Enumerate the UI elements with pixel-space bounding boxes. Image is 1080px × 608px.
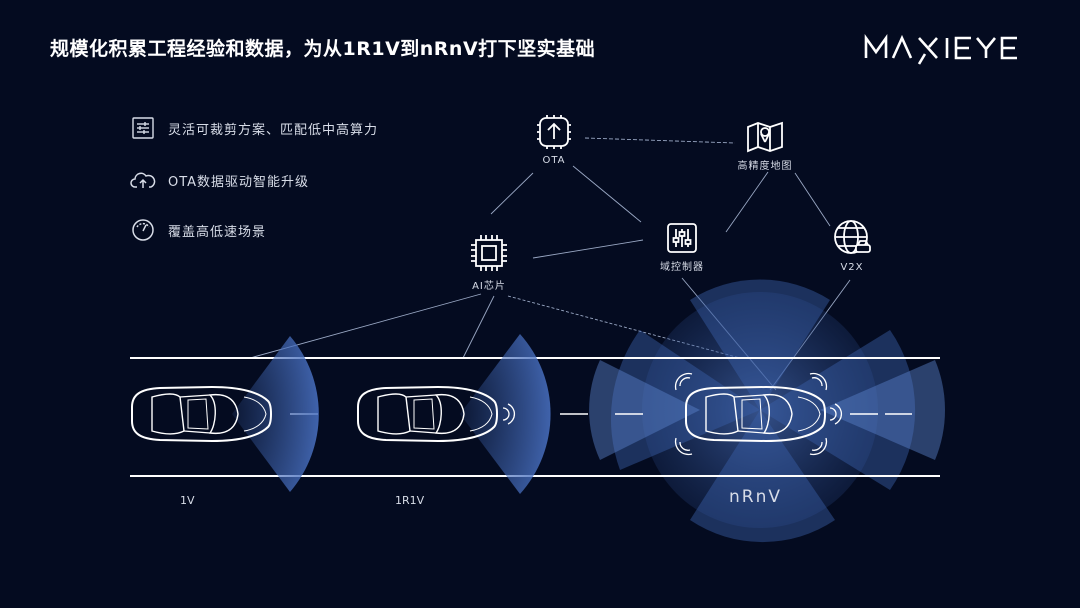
feature-text: OTA数据驱动智能升级	[168, 174, 310, 190]
processor-chip-icon	[471, 235, 507, 271]
maxieye-logo	[863, 28, 1035, 72]
sliders-icon	[130, 115, 156, 141]
map-pin-icon	[747, 121, 783, 153]
node-v2x: V2X	[830, 218, 874, 273]
cloud-upload-icon	[130, 167, 156, 193]
feature-item: 覆盖高低速场景	[130, 217, 266, 243]
node-label: V2X	[840, 262, 864, 273]
upload-chip-icon	[537, 115, 571, 149]
globe-car-icon	[834, 220, 871, 254]
feature-item: OTA数据驱动智能升级	[130, 167, 309, 193]
slide-title: 规模化积累工程经验和数据，为从1R1V到nRnV打下坚实基础	[50, 38, 596, 60]
speedometer-icon	[130, 217, 156, 243]
node-label: AI芯片	[472, 281, 506, 292]
node-label: OTA	[542, 155, 566, 166]
feature-text: 覆盖高低速场景	[168, 224, 267, 240]
radar-wave-icon	[502, 372, 843, 456]
car-label-nrnv: nRnV	[729, 487, 782, 507]
node-hdmap: 高精度地图	[735, 121, 795, 172]
node-ota: OTA	[534, 113, 574, 166]
car-label-1r1v: 1R1V	[395, 494, 425, 507]
node-label: 域控制器	[660, 262, 704, 273]
sliders-vertical-icon	[667, 223, 697, 253]
node-ai-chip: AI芯片	[467, 233, 511, 292]
node-label: 高精度地图	[737, 161, 793, 172]
feature-text: 灵活可裁剪方案、匹配低中高算力	[168, 122, 379, 138]
node-domain-controller: 域控制器	[652, 222, 712, 273]
car-label-1v: 1V	[180, 494, 195, 507]
feature-item: 灵活可裁剪方案、匹配低中高算力	[130, 115, 378, 141]
